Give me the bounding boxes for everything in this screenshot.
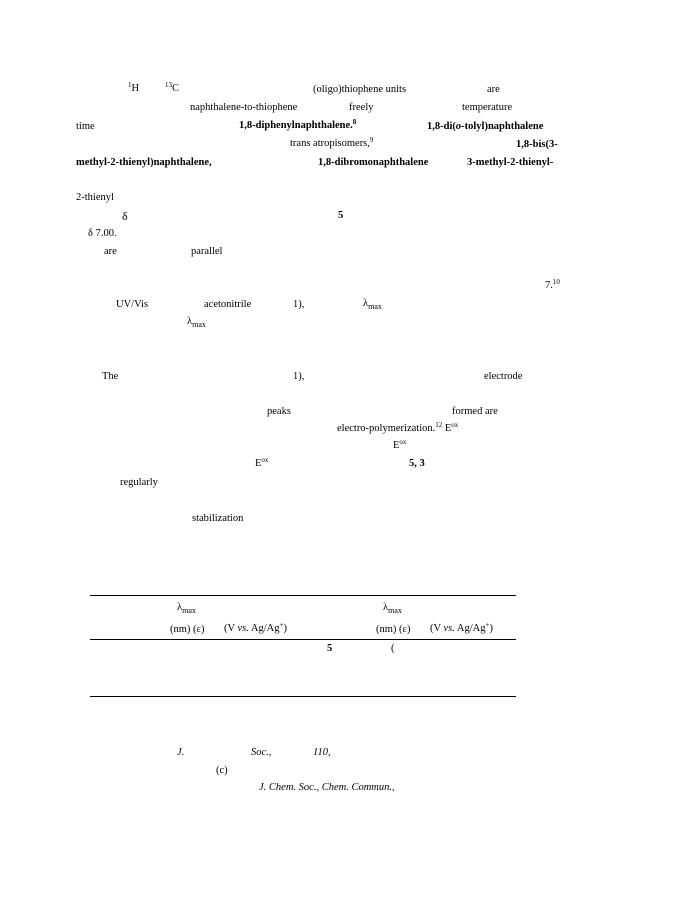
compound-5-label: 5 bbox=[338, 210, 344, 221]
freely-text: freely bbox=[349, 102, 374, 113]
electrode-text: electrode bbox=[484, 371, 523, 382]
stabilization-text: stabilization bbox=[192, 513, 244, 524]
table-ref-text-2: 1), bbox=[293, 371, 305, 382]
ref-7-text: 7.10 bbox=[545, 278, 560, 291]
thienyl-text: 2-thienyl bbox=[76, 192, 114, 203]
table-lambda-max-left: λmax bbox=[177, 602, 196, 615]
parallel-text: parallel bbox=[191, 246, 223, 257]
formed-are-text: formed are bbox=[452, 406, 498, 417]
table-row-compound: 5 bbox=[327, 643, 333, 654]
electropolymerization-text: electro-polymerization.12 Eox bbox=[337, 421, 459, 434]
compounds-label: 5, 3 bbox=[409, 458, 425, 469]
bis-methylthienyl-text-b: methyl-2-thienyl)naphthalene, bbox=[76, 157, 212, 168]
nmr-1h-label: 1H bbox=[128, 81, 140, 94]
methylthienyl-text: 3-methyl-2-thienyl- bbox=[467, 157, 554, 168]
trans-atropisomers-text: trans atropisomers,9 bbox=[290, 136, 374, 149]
oligothiophene-units-text: (oligo)thiophene units bbox=[313, 84, 407, 95]
uvvis-text: UV/Vis bbox=[116, 299, 149, 310]
regularly-text: regularly bbox=[120, 477, 158, 488]
ref-j-text: J. bbox=[177, 747, 185, 758]
lambda-max-label: λmax bbox=[363, 298, 382, 311]
eox-label-2: Eox bbox=[255, 456, 269, 469]
ditolylnaphthalene-text: 1,8-di(o-tolyl)naphthalene bbox=[427, 121, 544, 132]
time-text: time bbox=[76, 121, 95, 132]
table-potential-left: (V vs. Ag/Ag+) bbox=[224, 621, 287, 634]
temperature-text: temperature bbox=[462, 102, 513, 113]
table-potential-right: (V vs. Ag/Ag+) bbox=[430, 621, 493, 634]
delta-symbol: δ bbox=[122, 209, 128, 223]
table-units-left: (nm) (ε) bbox=[170, 624, 205, 635]
peaks-text: peaks bbox=[267, 406, 291, 417]
bis-methylthienyl-text-a: 1,8-bis(3- bbox=[516, 139, 558, 150]
nmr-13c-label: 13C bbox=[165, 81, 180, 94]
ref-journal-text: J. Chem. Soc., Chem. Commun., bbox=[259, 782, 395, 793]
table-bottom-rule bbox=[90, 696, 516, 697]
naphthalene-to-thiophene-text: naphthalene-to-thiophene bbox=[190, 102, 298, 113]
are-text-2: are bbox=[104, 246, 117, 257]
acetonitrile-text: acetonitrile bbox=[204, 299, 252, 310]
table-row-paren: ( bbox=[391, 643, 395, 654]
ref-volume-text: 110, bbox=[313, 747, 331, 758]
diphenylnaphthalene-text: 1,8-diphenylnaphthalene.8 bbox=[239, 118, 357, 131]
dibromonaphthalene-text: 1,8-dibromonaphthalene bbox=[318, 157, 429, 168]
delta-shift-text: δ 7.00. bbox=[88, 228, 117, 239]
are-text: are bbox=[487, 84, 500, 95]
table-header-rule bbox=[90, 639, 516, 640]
table-ref-text: 1), bbox=[293, 299, 305, 310]
the-text: The bbox=[102, 371, 119, 382]
ref-soc-text: Soc., bbox=[251, 747, 272, 758]
ref-c-label: (c) bbox=[216, 765, 228, 776]
eox-label: Eox bbox=[393, 438, 407, 451]
table-units-right: (nm) (ε) bbox=[376, 624, 411, 635]
table-lambda-max-right: λmax bbox=[383, 602, 402, 615]
lambda-max-label-2: λmax bbox=[187, 316, 206, 329]
table-top-rule bbox=[90, 595, 516, 596]
